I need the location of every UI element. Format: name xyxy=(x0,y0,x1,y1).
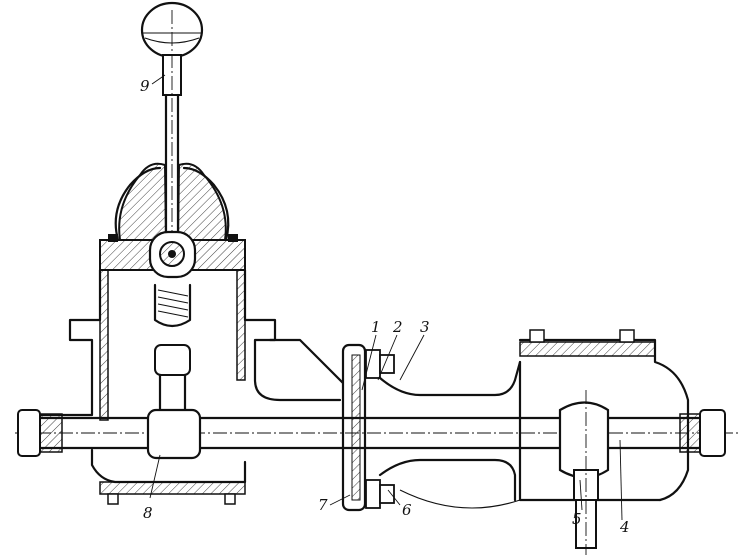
tube-housing xyxy=(378,360,522,502)
label-8: 8 xyxy=(143,504,153,522)
label-9: 9 xyxy=(140,77,150,95)
label-3: 3 xyxy=(420,318,430,336)
label-1: 1 xyxy=(371,318,381,336)
label-7: 7 xyxy=(318,496,328,514)
lever-boot xyxy=(114,162,230,242)
label-6: 6 xyxy=(402,501,412,519)
selector-finger xyxy=(154,344,191,412)
right-housing xyxy=(399,329,690,509)
label-4: 4 xyxy=(619,518,630,536)
flange-joint xyxy=(341,343,395,512)
main-shaft xyxy=(15,409,740,457)
gearbox-housing xyxy=(38,268,347,505)
ball-joint xyxy=(99,230,246,279)
label-2: 2 xyxy=(392,318,403,336)
label-5: 5 xyxy=(572,510,582,528)
shift-fork xyxy=(146,408,202,460)
output-lever xyxy=(558,390,610,555)
selector-spring xyxy=(153,283,192,328)
callout-labels: 9 1 2 3 4 5 6 7 8 xyxy=(140,77,630,536)
leader-lines xyxy=(149,74,623,521)
